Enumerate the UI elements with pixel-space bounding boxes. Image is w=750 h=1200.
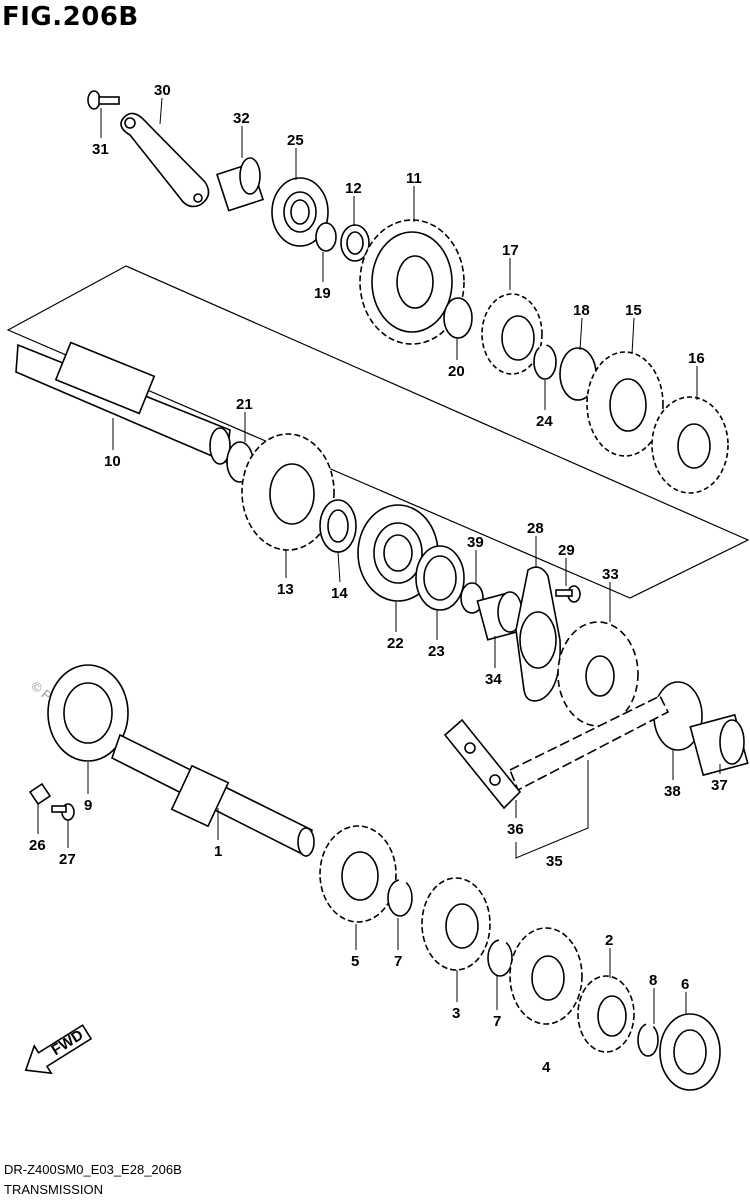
- part-31-bolt[interactable]: [87, 90, 120, 110]
- part-27-screw[interactable]: [51, 803, 75, 821]
- part-23-oil-seal[interactable]: [415, 545, 465, 611]
- callout-28: 28: [527, 520, 544, 537]
- part-6-bearing[interactable]: [659, 1013, 721, 1091]
- part-13-gear[interactable]: [241, 433, 335, 551]
- part-8-circlip[interactable]: [637, 1023, 659, 1057]
- part-24-circlip[interactable]: [533, 344, 557, 380]
- callout-13: 13: [277, 581, 294, 598]
- callout-30: 30: [154, 82, 171, 99]
- callout-5: 5: [351, 953, 359, 970]
- callout-35: 35: [546, 853, 563, 870]
- callout-12: 12: [345, 180, 362, 197]
- callout-18: 18: [573, 302, 590, 319]
- part-10-countershaft[interactable]: [15, 341, 231, 465]
- callout-10: 10: [104, 453, 121, 470]
- part-28-plate[interactable]: [515, 566, 561, 702]
- callout-7b: 7: [493, 1013, 501, 1030]
- callout-34: 34: [485, 671, 502, 688]
- diagram-code: DR-Z400SM0_E03_E28_206B: [4, 1162, 182, 1177]
- fwd-arrow-icon: [24, 1024, 93, 1075]
- part-33-sprocket[interactable]: [557, 621, 639, 727]
- callout-39: 39: [467, 534, 484, 551]
- part-36-chain-joint[interactable]: [443, 718, 522, 810]
- part-34-spacer[interactable]: [476, 591, 523, 641]
- callout-17: 17: [502, 242, 519, 259]
- part-5-gear[interactable]: [319, 825, 397, 923]
- callouts: 30 31 32 25 12 11 19 17 20 18 15 24 16 2…: [29, 82, 728, 1076]
- part-9-bearing[interactable]: [47, 664, 129, 762]
- part-37-nut[interactable]: [689, 713, 749, 777]
- callout-6: 6: [681, 976, 689, 993]
- callout-9: 9: [84, 797, 92, 814]
- callout-37: 37: [711, 777, 728, 794]
- part-3-gear[interactable]: [421, 877, 491, 971]
- part-14-bush[interactable]: [319, 499, 357, 553]
- part-20-washer[interactable]: [443, 297, 473, 339]
- callout-11: 11: [406, 170, 422, 187]
- part-7-circlip-b[interactable]: [487, 939, 513, 977]
- part-7-circlip-a[interactable]: [387, 879, 413, 917]
- callout-8: 8: [649, 972, 657, 989]
- diagram-caption: TRANSMISSION: [4, 1182, 103, 1197]
- part-29-screw[interactable]: [555, 585, 581, 603]
- part-4-gear[interactable]: [509, 927, 583, 1025]
- part-25-bearing[interactable]: [271, 177, 329, 247]
- callout-38: 38: [664, 783, 681, 800]
- callout-23: 23: [428, 643, 445, 660]
- part-19-washer[interactable]: [315, 222, 337, 252]
- leader-lines: [37, 97, 721, 1024]
- callout-31: 31: [92, 141, 109, 158]
- callout-1: 1: [214, 843, 222, 860]
- figure-title: FIG.206B: [2, 2, 139, 32]
- callout-26: 26: [29, 837, 46, 854]
- part-30-lever[interactable]: [120, 112, 210, 208]
- callout-24: 24: [536, 413, 553, 430]
- part-1-driveshaft[interactable]: [111, 733, 315, 858]
- callout-36: 36: [507, 821, 524, 838]
- callout-14: 14: [331, 585, 348, 602]
- callout-29: 29: [558, 542, 575, 559]
- callout-21: 21: [236, 396, 253, 413]
- callout-2: 2: [605, 932, 613, 949]
- callout-25: 25: [287, 132, 304, 149]
- part-17-gear[interactable]: [481, 293, 543, 375]
- callout-27: 27: [59, 851, 76, 868]
- countershaft-group-outline: [6, 265, 750, 599]
- callout-33: 33: [602, 566, 619, 583]
- callout-3: 3: [452, 1005, 460, 1022]
- callout-16: 16: [688, 350, 705, 367]
- callout-15: 15: [625, 302, 642, 319]
- callout-20: 20: [448, 363, 465, 380]
- part-12-bush[interactable]: [340, 224, 370, 262]
- part-2-gear[interactable]: [577, 975, 635, 1053]
- part-35-chain[interactable]: [508, 694, 670, 792]
- callout-4: 4: [542, 1059, 551, 1076]
- callout-7a: 7: [394, 953, 402, 970]
- callout-19: 19: [314, 285, 331, 302]
- part-16-gear[interactable]: [651, 396, 729, 494]
- part-11-gear[interactable]: [359, 219, 465, 345]
- part-26-plate[interactable]: [28, 782, 52, 806]
- part-39-o-ring[interactable]: [460, 582, 484, 614]
- part-32-collar[interactable]: [216, 157, 264, 212]
- part-15-gear[interactable]: [586, 351, 664, 457]
- callout-22: 22: [387, 635, 404, 652]
- callout-32: 32: [233, 110, 250, 127]
